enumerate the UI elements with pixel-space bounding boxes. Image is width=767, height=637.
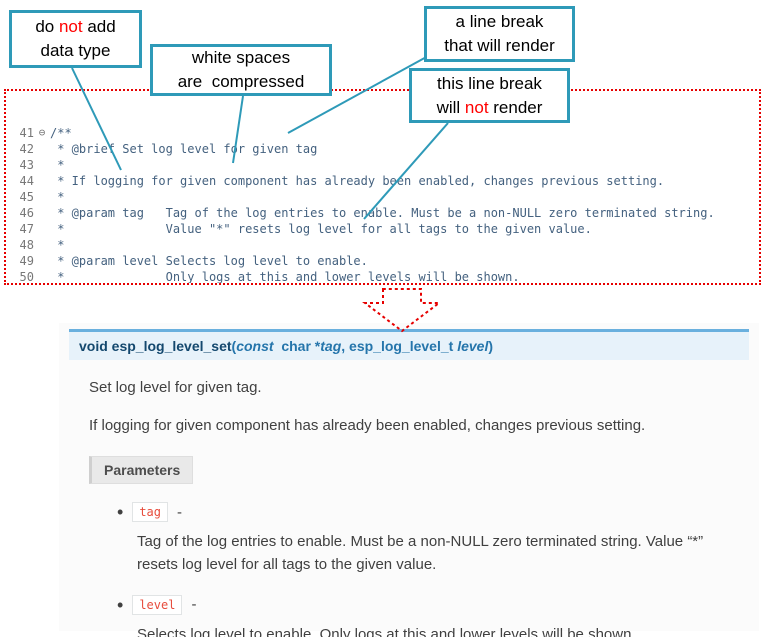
param-list: •tag-Tag of the log entries to enable. M… [69,502,749,637]
param-head: • level- [117,594,749,615]
fold-margin [34,237,50,253]
param-head: • tag- [117,502,749,522]
doc-paragraph-brief: Set log level for given tag. [89,379,262,396]
fold-margin [34,157,50,173]
signature-token: esp_log_level_set [111,338,232,354]
red-word: not [58,17,83,37]
code-line: 49 * @param level Selects log level to e… [6,253,759,269]
line-number: 48 [19,238,34,252]
line-number: 47 [19,222,34,236]
callout-text: a line break [455,12,544,32]
signature-token: ( [231,338,237,354]
line-number: 43 [19,158,34,172]
code-lines: 41⊖/**42 * @brief Set log level for give… [6,125,759,284]
rendered-docs: void esp_log_level_set(const char *tag, … [59,323,759,637]
code-line: 43 * [6,157,759,173]
line-number: 46 [19,206,34,220]
code-line: 41 ⊖ /** [6,125,759,141]
code-token: * @param tag Tag of the log entries to e… [50,206,715,220]
red-word: not [464,97,489,117]
fold-margin [34,221,50,237]
code-token: * Value "*" resets log level for all tag… [50,222,592,236]
code-token: /** [50,126,72,140]
code-line: 45 * [6,189,759,205]
callout-text: do not add [35,17,116,37]
code-token: * Only logs at this and lower levels wil… [50,270,520,284]
callout-text: are compressed [177,72,305,91]
fold-margin [34,269,50,283]
code-token: * [50,238,65,252]
signature-token: tag [320,338,342,354]
line-number: 41 [19,126,34,140]
callout-linebreak-not-render: this line break will not render [409,68,570,123]
signature-token: esp_log_level_t [349,338,458,354]
line-number: 49 [19,254,34,268]
callout-linebreak-renders: a line break that will render [424,6,575,62]
fold-margin [34,189,50,205]
bullet-icon: • [117,502,124,522]
code-token: * [50,158,65,172]
callout-no-datatype: do not add data type [9,10,142,68]
callout-whitespace: white spaces are compressed [150,44,332,96]
param-separator: - [177,503,182,521]
fold-margin [34,205,50,221]
param-separator: - [191,596,197,613]
code-line: 42 * @brief Set log level for given tag [6,141,759,157]
signature-token: const [236,338,274,354]
param-name-chip: tag [132,502,168,522]
param-item: • tag- Tag of the log entries to enable. M… [117,502,749,577]
signature-token: ) [488,338,494,354]
parameters-section: Parameters [89,456,749,484]
code-line: 48 * [6,237,759,253]
parameters-label: Parameters [89,456,194,484]
fold-margin [34,173,50,189]
line-number: 42 [19,142,34,156]
callout-text: data type [40,41,111,60]
signature-token: void [79,338,112,354]
signature-token: level [457,338,489,354]
line-number: 50 [19,270,34,284]
code-line: 44 * If logging for given component has … [6,173,759,189]
fold-margin [34,253,50,269]
code-token: * If logging for given component has alr… [50,174,665,188]
doc-paragraph-detail: If logging for given component has alrea… [89,417,646,434]
code-token: * @param level Selects log level to enab… [50,254,368,268]
callout-text: that will render [444,36,555,55]
code-editor: 41⊖/**42 * @brief Set log level for give… [4,89,761,285]
code-line: 47 * Value "*" resets log level for all … [6,221,759,237]
line-number: 44 [19,174,34,188]
callout-text: white spaces [191,48,291,68]
fold-margin [34,141,50,157]
signature-token: char * [273,338,321,354]
fold-collapse-icon: ⊖ [38,126,46,139]
param-name-chip: level [132,594,183,615]
signature: void esp_log_level_set(const char *tag, … [69,329,749,360]
code-token: * [50,190,65,204]
code-token: * @brief Set log level for given tag [50,142,318,156]
param-desc: Selects log level to enable. Only logs a… [137,625,636,637]
code-line: 46 * @param tag Tag of the log entries t… [6,205,759,221]
line-number: 45 [19,190,34,204]
callout-text: this line break [437,73,542,93]
param-desc: Tag of the log entries to enable. Must b… [137,533,704,574]
param-item: • level- Selects log level to enable. Only… [117,594,749,637]
code-line: 50 * Only logs at this and lower levels … [6,269,759,284]
bullet-icon: • [117,594,124,615]
signature-token: , [341,338,350,354]
callout-text: will not render [436,97,543,117]
